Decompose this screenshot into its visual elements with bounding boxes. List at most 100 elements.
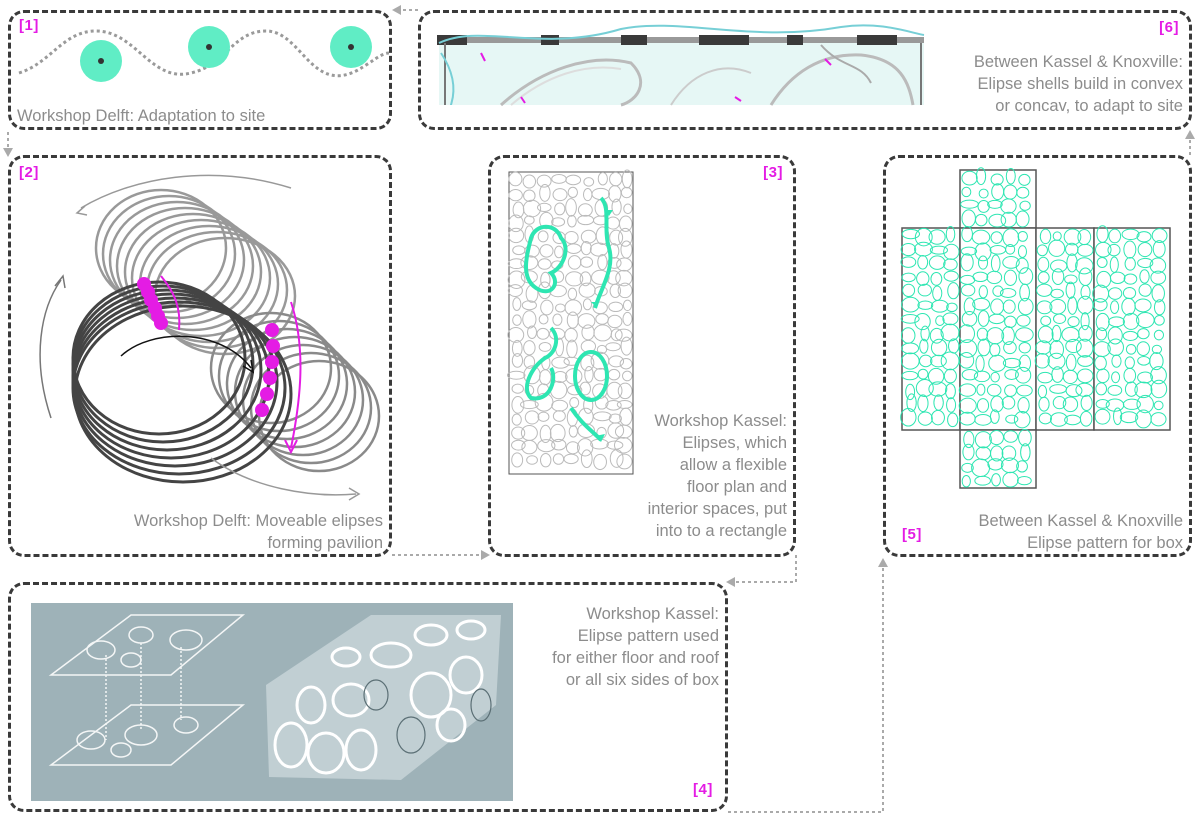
pattern-cell: [1111, 354, 1122, 368]
pattern-cell: [596, 344, 608, 355]
pattern-cell: [507, 326, 525, 343]
pattern-cell: [947, 412, 959, 428]
pattern-cell: [928, 255, 946, 270]
pattern-cell: [519, 400, 539, 410]
pattern-cell: [1000, 198, 1017, 214]
pattern-cell: [597, 253, 608, 271]
pattern-cell: [991, 473, 1001, 487]
pattern-cell: [930, 338, 948, 357]
pattern-cell: [551, 438, 567, 451]
pattern-cell: [511, 439, 526, 451]
pattern-cell: [1134, 298, 1152, 313]
pattern-cell: [577, 203, 593, 217]
pattern-cell: [565, 271, 584, 287]
panel-caption: Workshop Delft: Adaptation to site: [17, 107, 266, 125]
pattern-cell: [976, 398, 990, 413]
pattern-cell: [958, 339, 978, 358]
pattern-cell: [511, 339, 523, 357]
pattern-cell: [1122, 312, 1140, 330]
pattern-cell: [929, 245, 948, 255]
pattern-cell: [523, 355, 536, 369]
pattern-cell: [901, 272, 916, 283]
panel-caption: Workshop Kassel: Elipses, which allow a …: [647, 412, 787, 540]
pattern-cell: [512, 314, 522, 326]
pattern-cell: [905, 383, 916, 401]
pattern-cell: [1092, 298, 1108, 312]
pattern-cell: [900, 256, 917, 268]
pattern-cell: [1153, 299, 1166, 316]
pattern-cell: [511, 413, 522, 426]
panel-caption: Between Kassel & Knoxville: Elipse shell…: [973, 53, 1183, 115]
pattern-cell: [1139, 269, 1150, 284]
pattern-cell: [1003, 430, 1019, 443]
pattern-cell: [584, 366, 594, 383]
pattern-cell: [943, 243, 960, 260]
pattern-cell: [930, 354, 947, 368]
pattern-cell: [511, 353, 524, 368]
pattern-cell: [1005, 168, 1016, 185]
pattern-cell: [1119, 411, 1139, 424]
pattern-cell: [507, 270, 526, 290]
pattern-cell: [1076, 368, 1094, 384]
pattern-cell: [523, 189, 536, 202]
pattern-cell: [958, 397, 977, 414]
pattern-cell: [540, 299, 554, 316]
pattern-cell: [1049, 339, 1065, 359]
pattern-cell: [1149, 257, 1167, 274]
pattern-cell: [1095, 399, 1110, 409]
pattern-cell: [1094, 408, 1111, 425]
pattern-cell: [900, 314, 920, 324]
pattern-cell: [901, 296, 920, 313]
pattern-cell: [990, 445, 1004, 462]
pattern-cell: [961, 462, 974, 473]
pattern-cell: [511, 426, 526, 440]
pattern-cell: [963, 430, 975, 449]
pattern-cell: [608, 301, 624, 313]
pattern-cell: [508, 171, 523, 187]
pattern-cell: [582, 298, 593, 311]
pattern-cell: [539, 424, 552, 444]
pattern-cell: [1154, 315, 1165, 326]
pattern-cell: [1075, 338, 1094, 358]
pattern-cell: [944, 383, 956, 400]
pattern-cell: [1015, 210, 1030, 228]
pattern-cell: [1005, 243, 1016, 255]
pattern-cell: [935, 315, 945, 327]
pattern-cell: [1015, 257, 1029, 274]
pattern-cell: [613, 436, 633, 454]
pattern-cell: [605, 399, 622, 411]
pattern-cell: [619, 357, 633, 370]
pattern-cell: [1002, 471, 1019, 488]
pattern-cell: [1063, 228, 1082, 246]
pattern-cell: [930, 272, 943, 286]
pattern-cell: [540, 271, 551, 288]
pattern-cell: [1001, 445, 1017, 461]
pattern-cell: [1019, 200, 1031, 211]
pattern-cell: [524, 244, 540, 258]
pattern-cell: [1150, 366, 1167, 385]
pattern-cell: [1001, 395, 1016, 410]
pattern-cell: [1077, 243, 1094, 257]
pattern-cell: [963, 297, 976, 316]
pattern-cell: [920, 325, 930, 342]
pattern-cell: [552, 188, 568, 202]
pattern-cell: [567, 214, 577, 228]
box-render-image: [31, 603, 513, 801]
pattern-cell: [986, 383, 1002, 397]
panel-number: [4]: [693, 781, 713, 798]
pattern-cell: [1040, 315, 1052, 326]
pattern-cell: [1016, 314, 1031, 327]
elipse-floor-plan: [507, 169, 634, 475]
pattern-cell: [1080, 284, 1091, 300]
pattern-cell: [597, 172, 608, 186]
pattern-cell: [1137, 328, 1150, 340]
pattern-cell: [1017, 397, 1030, 414]
pattern-cell: [917, 411, 933, 426]
pattern-cell: [1066, 253, 1078, 273]
pattern-cell: [522, 174, 537, 189]
pattern-cell: [1080, 312, 1090, 331]
pattern-cell: [1034, 352, 1050, 369]
panel-1: [1] Workshop Delft: Adaptation to site: [8, 10, 392, 130]
panel-3: [3] Workshop Kassel: Elipses, which allo…: [488, 155, 796, 557]
pattern-cell: [511, 383, 524, 394]
